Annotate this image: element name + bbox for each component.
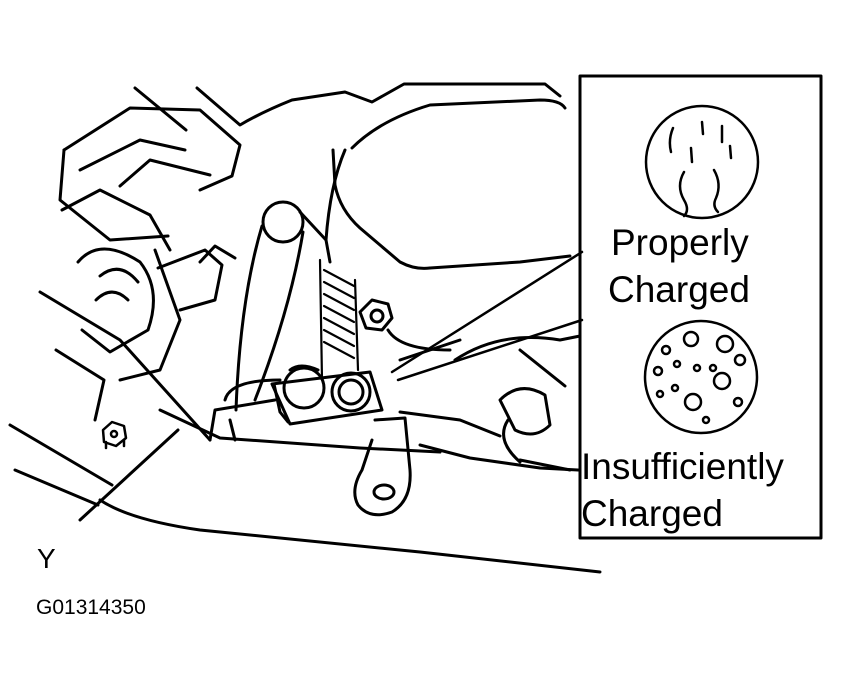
upper-cover [133,82,572,270]
callout-box [578,74,823,540]
view-letter: Y [37,543,56,574]
left-bracket [8,106,242,507]
lower-panel-edge [78,408,602,574]
hose-routing [208,200,328,442]
mounting-tab [353,416,412,517]
properly-charged-label-line2: Charged [608,269,750,310]
insufficiently-charged-label-line2: Charged [581,493,723,534]
circle-with-bubbles-icon [643,319,759,435]
circle-with-streaks-icon [644,104,760,220]
battery-indicator-housing [270,364,384,426]
leader-lines [390,250,584,382]
nut-icon [101,420,128,450]
properly-charged-label-line1: Properly [611,222,749,263]
insufficiently-charged-label-line1: Insufficiently [581,446,784,487]
hatched-panel [318,258,360,382]
mounting-bolt [358,298,394,332]
figure-id: G01314350 [36,596,146,619]
wiring-connector [386,328,582,472]
